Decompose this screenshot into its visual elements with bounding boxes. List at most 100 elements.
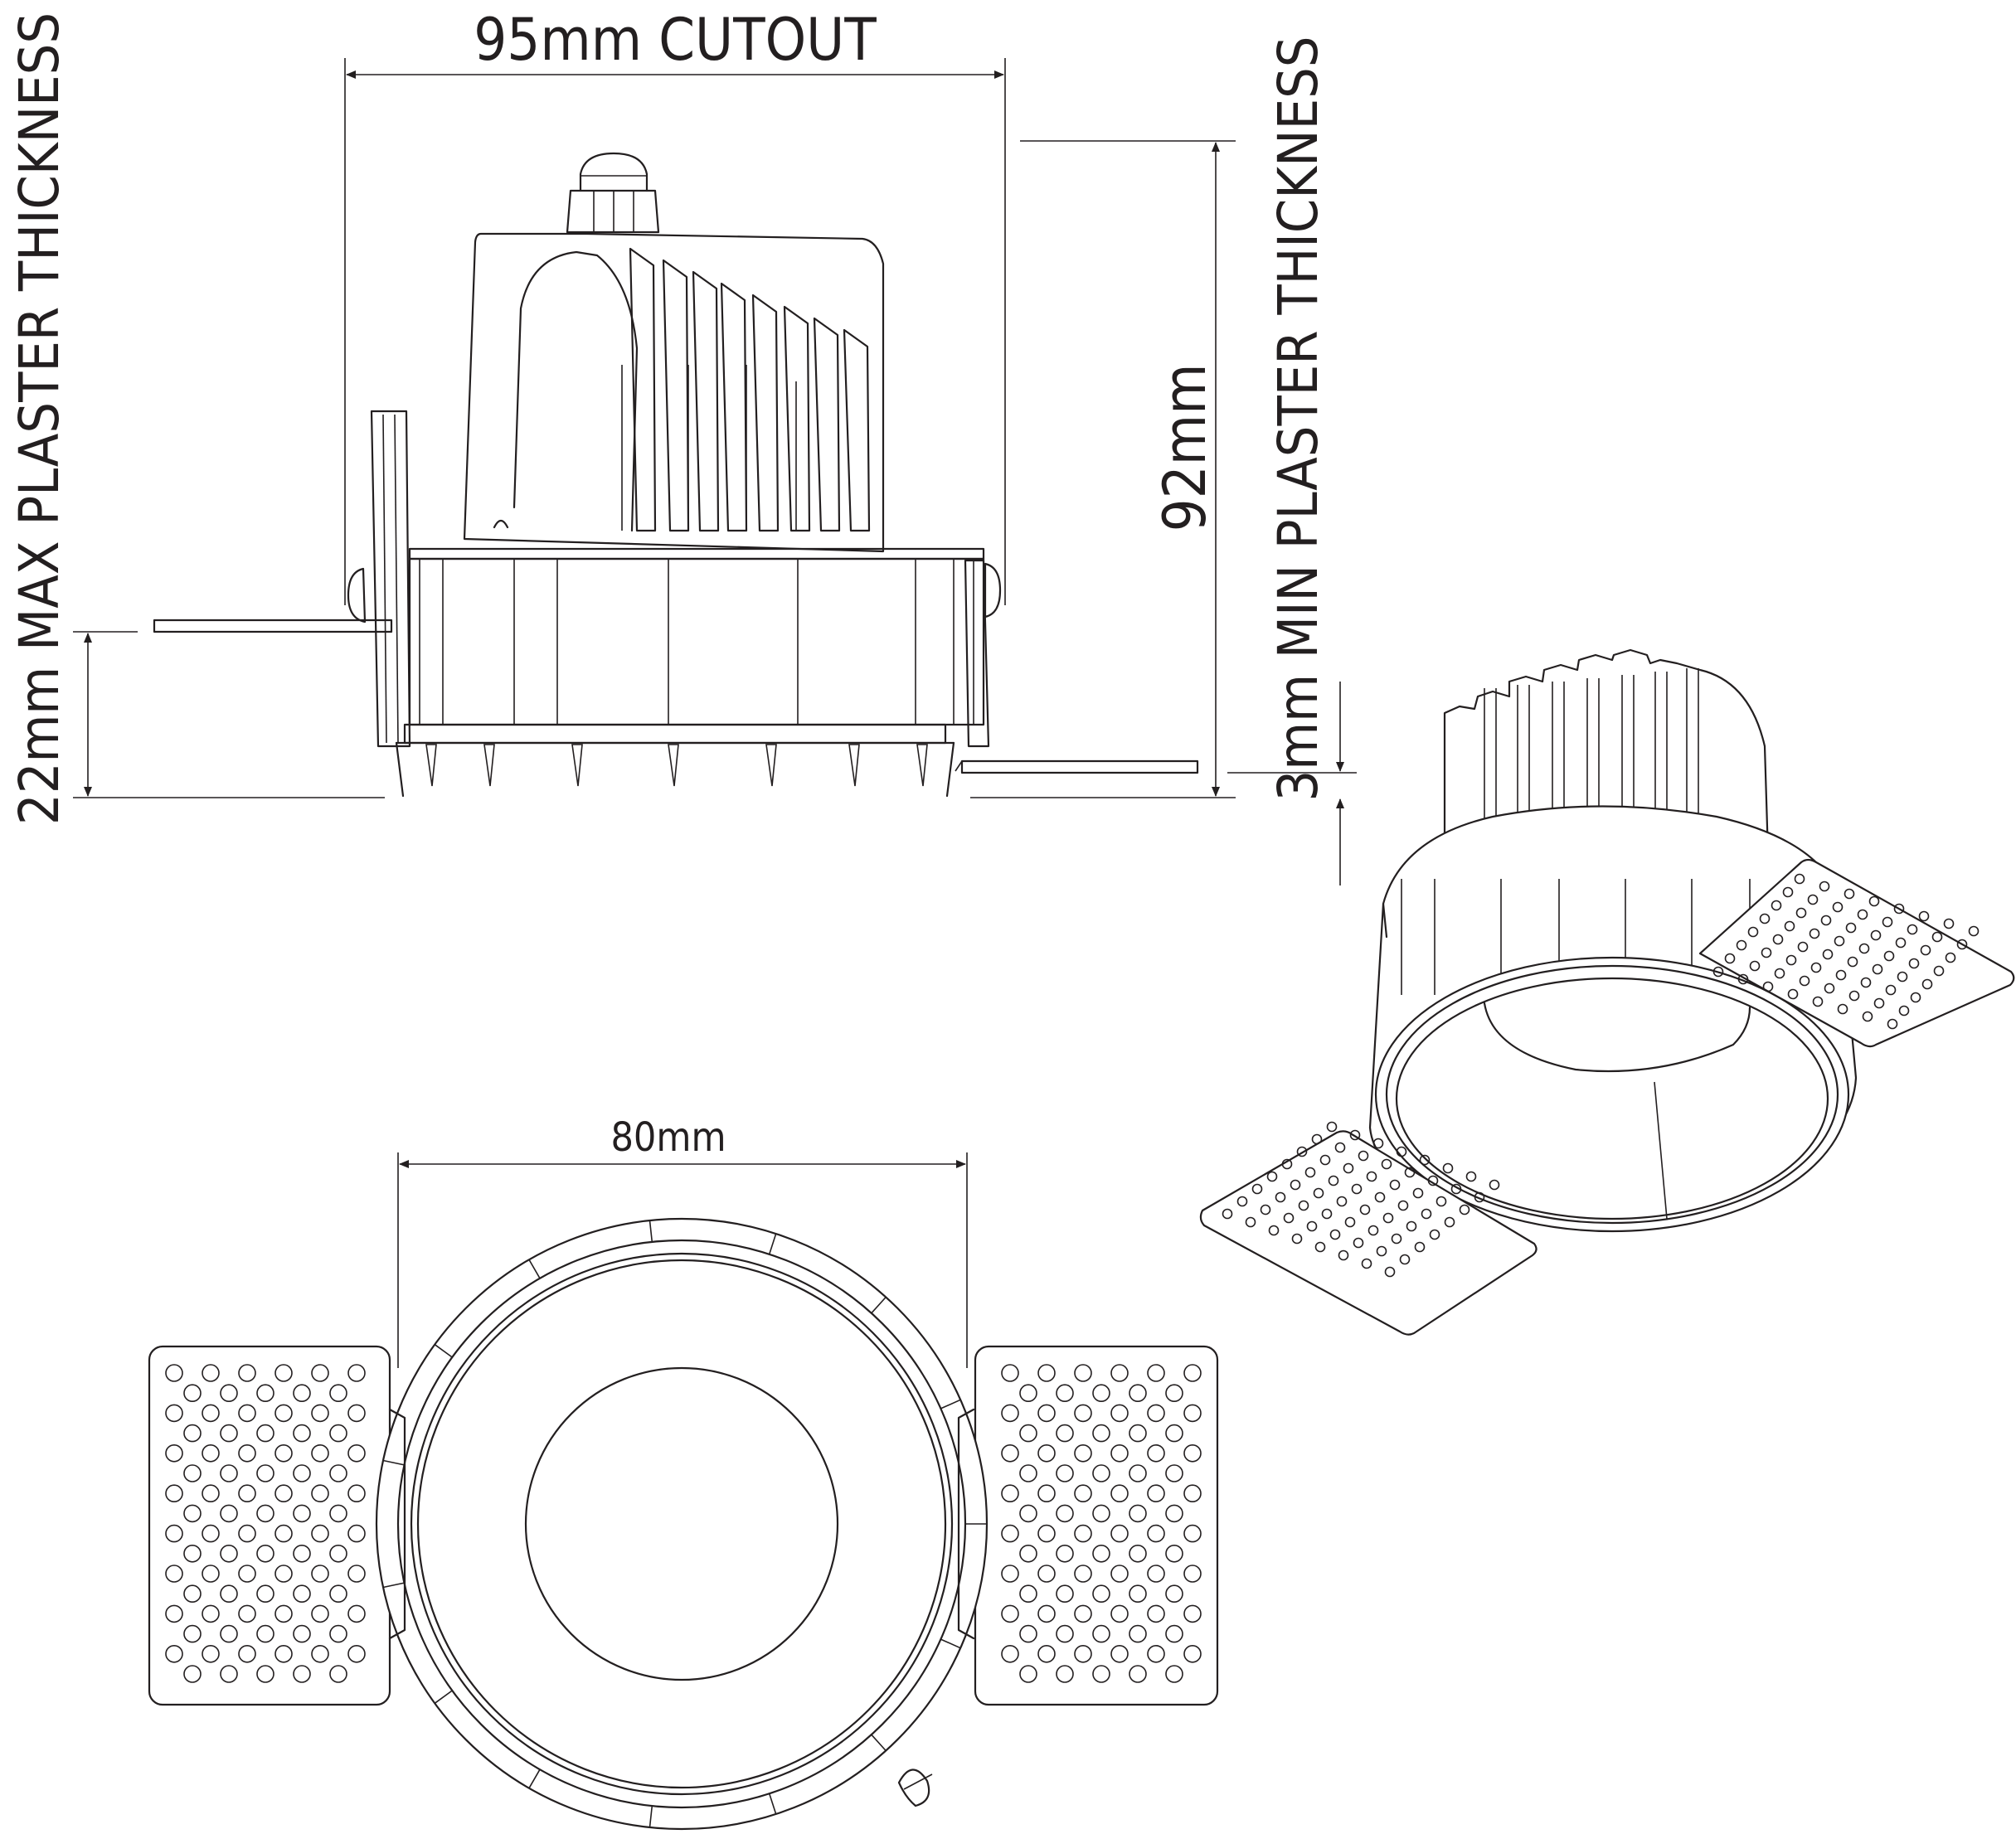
perforation-hole bbox=[1001, 1645, 1019, 1663]
perforation-hole bbox=[202, 1565, 220, 1583]
perforation-hole bbox=[1465, 1171, 1477, 1182]
perforation-hole bbox=[1092, 1624, 1110, 1643]
perforation-hole bbox=[1795, 907, 1807, 919]
perforation-hole bbox=[1110, 1484, 1129, 1502]
perforation-hole bbox=[1183, 1484, 1202, 1502]
perforation-hole bbox=[1419, 1154, 1431, 1166]
perforation-hole bbox=[1296, 1146, 1308, 1157]
perforation-hole bbox=[1848, 990, 1860, 1002]
perforation-hole bbox=[1361, 1258, 1372, 1269]
perforation-hole bbox=[220, 1424, 238, 1443]
heatsink-fin bbox=[692, 270, 720, 532]
perforation-hole bbox=[293, 1624, 311, 1643]
perforation-hole bbox=[1268, 1225, 1280, 1236]
perforation-hole bbox=[1056, 1464, 1074, 1482]
perforation-hole bbox=[1807, 894, 1819, 905]
skirt-teeth bbox=[425, 744, 928, 787]
perforation-hole bbox=[1056, 1504, 1074, 1523]
plan-ring-tabs bbox=[382, 1220, 987, 1828]
perforation-hole bbox=[1860, 977, 1872, 988]
cutout-dimension: 95mm CUTOUT bbox=[344, 6, 1006, 605]
perforation-hole bbox=[1001, 1404, 1019, 1423]
perforation-hole bbox=[1037, 1444, 1056, 1463]
heatsink-fin bbox=[629, 247, 657, 532]
perforation-hole bbox=[1870, 929, 1882, 941]
perforation-hole bbox=[1037, 1645, 1056, 1663]
perforation-hole bbox=[1001, 1444, 1019, 1463]
collar-ribs bbox=[419, 559, 974, 725]
perforation-hole bbox=[1444, 1216, 1455, 1228]
perforation-hole bbox=[1037, 1484, 1056, 1502]
perforation-hole bbox=[1384, 1266, 1396, 1278]
ring-tab bbox=[871, 1734, 887, 1752]
perforation-hole bbox=[1092, 1545, 1110, 1563]
max-plaster-label: 22mm MAX PLASTER THICKNESS bbox=[7, 12, 71, 825]
perforation-hole bbox=[329, 1584, 347, 1603]
perforation-hole bbox=[1367, 1225, 1379, 1236]
perforation-hole bbox=[1165, 1464, 1183, 1482]
perforation-hole bbox=[1056, 1584, 1074, 1603]
perforation-hole bbox=[1147, 1604, 1165, 1623]
perforation-hole bbox=[329, 1464, 347, 1482]
perforation-hole bbox=[1019, 1624, 1037, 1643]
perforation-hole bbox=[238, 1604, 256, 1623]
perforation-hole bbox=[1414, 1241, 1426, 1253]
perforation-hole bbox=[1001, 1524, 1019, 1543]
perforation-hole bbox=[1907, 924, 1918, 935]
perforation-hole bbox=[1236, 1196, 1248, 1207]
perforation-hole bbox=[1857, 909, 1868, 920]
perforation-hole bbox=[1147, 1645, 1165, 1663]
perforation-hole bbox=[347, 1524, 366, 1543]
ring-tab bbox=[382, 1582, 405, 1589]
heatsink-fin bbox=[843, 328, 871, 532]
perforation-hole bbox=[311, 1645, 329, 1663]
perforation-hole bbox=[202, 1444, 220, 1463]
perforation-hole bbox=[1001, 1484, 1019, 1502]
perforation-hole bbox=[1747, 926, 1759, 938]
diameter-dimension: 80mm bbox=[397, 1114, 968, 1368]
perforation-hole bbox=[311, 1444, 329, 1463]
perforation-hole bbox=[293, 1424, 311, 1443]
perforation-hole bbox=[1397, 1200, 1409, 1211]
perforation-hole bbox=[1147, 1484, 1165, 1502]
skirt-tooth bbox=[765, 744, 777, 787]
perforation-hole bbox=[1074, 1524, 1092, 1543]
perforation-hole bbox=[1222, 1208, 1233, 1220]
perforation-hole bbox=[1314, 1241, 1326, 1253]
perforation-hole bbox=[1074, 1404, 1092, 1423]
ring-tab bbox=[871, 1296, 887, 1314]
perforation-hole bbox=[1165, 1624, 1183, 1643]
perforation-hole bbox=[1382, 1212, 1394, 1224]
perforation-hole bbox=[329, 1384, 347, 1402]
perforation-hole bbox=[1351, 1183, 1363, 1195]
perforation-hole bbox=[1092, 1665, 1110, 1683]
perforation-hole bbox=[1313, 1187, 1324, 1199]
perforation-hole bbox=[311, 1604, 329, 1623]
plan-view bbox=[148, 1217, 1219, 1831]
perforation-hole bbox=[1326, 1121, 1338, 1133]
perforation-hole bbox=[1183, 1404, 1202, 1423]
perforation-hole bbox=[165, 1484, 183, 1502]
perforation-hole bbox=[1074, 1604, 1092, 1623]
heatsink-fin bbox=[751, 294, 780, 532]
perforation-hole bbox=[183, 1665, 202, 1683]
perforation-hole bbox=[1165, 1424, 1183, 1443]
perforation-hole bbox=[1019, 1584, 1037, 1603]
perforation-hole bbox=[1862, 1011, 1873, 1022]
perforation-hole bbox=[311, 1565, 329, 1583]
perforation-hole bbox=[1147, 1364, 1165, 1382]
perforation-hole bbox=[256, 1624, 274, 1643]
perforation-hole bbox=[1260, 1204, 1271, 1215]
iso-wing-right-perforations bbox=[1712, 873, 1980, 1030]
perforation-hole bbox=[1712, 966, 1724, 978]
isometric-view bbox=[1199, 648, 2015, 1336]
perforation-hole bbox=[1001, 1565, 1019, 1583]
skirt-tooth bbox=[916, 744, 928, 787]
heatsink-screw bbox=[493, 519, 509, 529]
perforation-hole bbox=[1353, 1237, 1364, 1249]
diameter-label: 80mm bbox=[610, 1114, 726, 1161]
perforation-hole bbox=[1794, 873, 1805, 885]
perforation-hole bbox=[329, 1624, 347, 1643]
perforation-hole bbox=[256, 1584, 274, 1603]
perforation-hole bbox=[1435, 1196, 1447, 1207]
